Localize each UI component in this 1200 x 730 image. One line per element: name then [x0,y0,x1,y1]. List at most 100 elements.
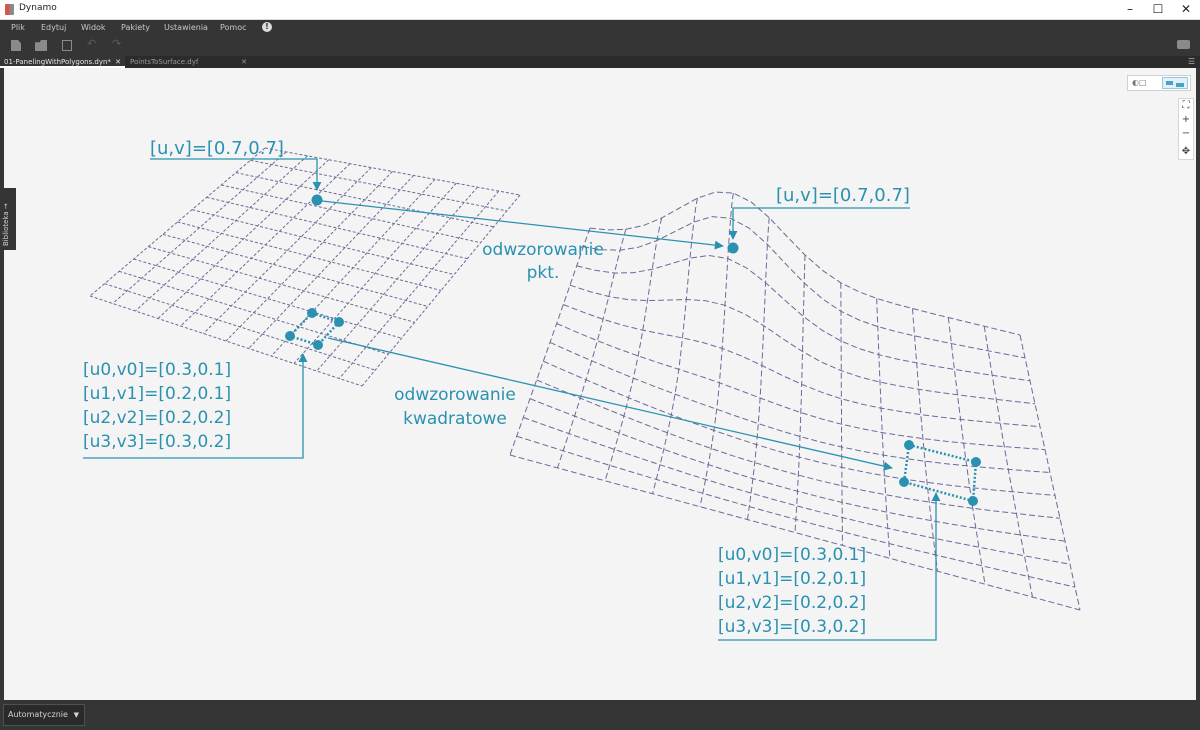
close-button[interactable]: ✕ [1180,2,1192,16]
tab-bar [0,56,1200,68]
quad-right-point [904,440,914,450]
camera-icon[interactable] [1177,40,1190,49]
zoom-to-fit-icon[interactable]: ⛶ [1182,100,1190,111]
tab-close-icon[interactable]: ✕ [241,58,247,66]
corner-label: [u1,v1]=[0.2,0.1] [718,569,866,589]
run-mode-dropdown[interactable]: Automatycznie ▼ [3,704,85,726]
geometry-view-icon[interactable]: ◐□ [1132,78,1147,87]
grid-line [177,221,442,291]
mesh-line [543,360,1056,496]
menu-bar: Plik Edytuj Widok Pakiety Ustawienia Pom… [0,20,1200,36]
view-toggle[interactable]: ◐□ [1127,75,1191,91]
mesh-line [876,298,891,559]
menu-edit[interactable]: Edytuj [41,23,67,32]
menu-help[interactable]: Pomoc [220,23,247,32]
corner-label: [u0,v0]=[0.3,0.1] [718,545,866,565]
title-bar: Dynamo – ☐ ✕ [0,0,1200,20]
minimize-button[interactable]: – [1127,2,1133,16]
corner-label: [u3,v3]=[0.3,0.2] [718,617,866,637]
quad-mapping-label-1: odwzorowanie [394,385,516,405]
corner-label: [u1,v1]=[0.2,0.1] [83,384,231,404]
workspace-canvas[interactable] [4,68,1196,700]
menu-view[interactable]: Widok [81,23,106,32]
grid-line [361,194,521,387]
grid-line [162,233,428,307]
grid-line [157,159,330,319]
undo-icon[interactable]: ↶ [87,37,97,50]
mesh-line [576,254,1031,382]
mesh-line [947,317,986,585]
grid-line [104,283,376,371]
quad-right-point [899,477,909,487]
grid-line [206,196,468,260]
grid-line [202,167,372,334]
quad-left-point [307,308,317,318]
arrow-point-mapping [321,200,724,250]
mesh-line [556,323,1046,451]
mesh-line [536,379,1061,519]
maximize-button[interactable]: ☐ [1152,2,1164,16]
save-icon[interactable] [62,40,72,51]
corner-label: [u3,v3]=[0.3,0.2] [83,432,231,452]
new-file-icon[interactable] [11,40,21,51]
left-corner-labels: [u0,v0]=[0.3,0.1] [u1,v1]=[0.2,0.1] [u2,… [83,360,231,452]
grid-line [133,258,402,339]
grid-line [316,186,478,372]
leader-corners-left [83,353,308,459]
navigation-controls: ⛶ + − ✥ [1178,98,1194,160]
graph-view-icon[interactable] [1162,77,1188,89]
pan-icon[interactable]: ✥ [1181,146,1191,157]
quad-mapping-label-2: kwadratowe [403,409,507,429]
leader-uv-left [150,158,322,191]
zoom-out-icon[interactable]: − [1181,128,1191,139]
mesh-line [549,341,1051,473]
grid-line [148,246,415,323]
toolbar [0,36,1200,56]
flat-uv-grid [89,147,521,387]
corner-label: [u0,v0]=[0.3,0.1] [83,360,231,380]
corner-label: [u2,v2]=[0.2,0.2] [83,408,231,428]
open-file-icon[interactable] [35,40,47,51]
tab-points-to-surface[interactable]: PointsToSurface.dyf ✕ [126,56,251,68]
grid-line [119,270,389,355]
notification-icon[interactable]: ! [262,22,272,32]
uv-label-right: [u,v]=[0.7,0.7] [776,185,910,206]
arrow-quad-mapping [327,337,893,471]
tabs-menu-icon[interactable]: ☰ [1188,57,1196,66]
uv-point-left [311,194,323,206]
mesh-line [912,308,938,572]
mesh-line [589,191,1021,336]
menu-settings[interactable]: Ustawienia [164,23,208,32]
menu-packages[interactable]: Pakiety [121,23,151,32]
quad-left-point [313,340,323,350]
quad-right [899,440,981,506]
right-corner-labels: [u0,v0]=[0.3,0.1] [u1,v1]=[0.2,0.1] [u2,… [718,545,866,637]
redo-icon[interactable]: ↷ [112,37,122,50]
quad-left [285,308,344,350]
tab-close-icon[interactable]: ✕ [115,58,121,66]
tab-paneling-with-polygons[interactable]: 01-PanelingWithPolygons.dyn* ✕ [0,56,125,68]
library-tab[interactable]: Biblioteka → [0,188,16,250]
mesh-line [1019,334,1081,611]
grid-line [191,209,455,276]
quad-left-point [334,317,344,327]
mesh-line [699,193,734,507]
mesh-line [794,254,806,533]
curved-surface-mesh [509,191,1081,611]
status-bar [0,700,1200,730]
grid-line [338,190,500,379]
menu-file[interactable]: Plik [11,23,25,32]
zoom-in-icon[interactable]: + [1181,114,1191,125]
corner-label: [u2,v2]=[0.2,0.2] [718,593,866,613]
point-mapping-label-1: odwzorowanie [482,240,604,260]
mesh-line [983,326,1033,598]
uv-point-right [727,242,739,254]
mesh-line [516,435,1076,588]
quad-left-point [285,331,295,341]
mesh-line [604,217,663,481]
dynamo-logo-icon [5,4,14,15]
grid-line [89,295,363,387]
window-title: Dynamo [19,3,57,13]
